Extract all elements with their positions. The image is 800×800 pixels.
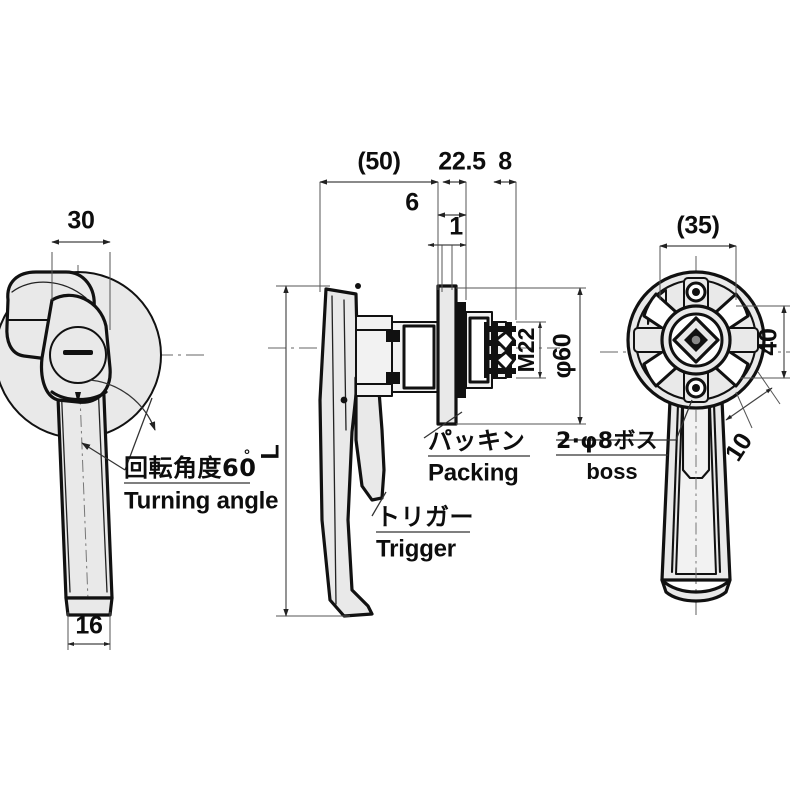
trigger-leader (371, 491, 387, 517)
hub-index-nub (75, 392, 81, 400)
dim10-ext-b (757, 371, 781, 405)
thread-edge (484, 322, 487, 378)
left-view-group: 30 16 回転角度60 ° Turning angle (0, 207, 278, 650)
lever-arm-centerline (78, 369, 89, 601)
right-view-group: (35) 40 10 2·φ8ボス boss (556, 212, 790, 620)
dim-8-label: 8 (498, 148, 512, 176)
thread-diamond-1 (494, 330, 516, 352)
boss-hole-bottom-center (692, 384, 700, 392)
handle-top-dot (355, 283, 361, 289)
dim-phi60-label: φ60 (549, 334, 577, 379)
packing-en-label: Packing (428, 459, 519, 486)
right-lever-tip (660, 578, 732, 603)
turning-angle-leader-b (124, 397, 153, 471)
turning-angle-arc (89, 379, 156, 431)
boss-en-label: boss (586, 459, 637, 484)
turning-angle-degree-symbol: ° (244, 447, 250, 464)
boss-leader-a (675, 399, 693, 441)
lever-hub-block (355, 315, 393, 397)
dim-40-label: 40 (755, 328, 783, 355)
boss-jp-label: 2·φ8ボス (556, 429, 658, 454)
handle-lever-inner-edge2 (343, 299, 347, 431)
trigger-pivot-dot (340, 396, 348, 404)
turning-angle-en-label: Turning angle (124, 487, 278, 514)
dim10-line (725, 387, 773, 421)
boss-hole-top-center (692, 288, 700, 296)
grip-cap-highlight (11, 281, 87, 299)
right-lever-edge-l (670, 402, 680, 574)
dim-6-label: 6 (405, 189, 419, 217)
thread-diamond-2 (494, 350, 516, 372)
dim10-ext-a (735, 391, 753, 429)
turning-angle-jp-label: 回転角度60 (124, 454, 256, 482)
trigger-jp-label: トリガー (376, 503, 474, 531)
spline-tooth-top (386, 330, 400, 342)
trigger-en-label: Trigger (376, 535, 456, 562)
right-lever-edge-r (712, 402, 722, 574)
key-slot (63, 350, 93, 355)
turning-angle-leader-a (81, 442, 126, 471)
threaded-barrel-inner (468, 316, 490, 384)
middle-view-group: (50) 22.5 8 6 1 L M22 φ60 パッキン (257, 148, 586, 618)
thread-end-group (484, 322, 516, 378)
dim-M22-label: M22 (513, 328, 539, 373)
packing-jp-label: パッキン (428, 427, 525, 455)
dim-16-label: 16 (75, 612, 102, 640)
spline-tooth-bottom (386, 372, 400, 384)
dim-30-label: 30 (67, 207, 94, 235)
dim-225-label: 22.5 (438, 148, 486, 176)
shaft-body (402, 324, 436, 390)
thread-bands (488, 326, 516, 374)
dim-1-label: 1 (449, 213, 463, 241)
dim-50-label: (50) (357, 148, 400, 176)
mounting-flange-plate (436, 284, 458, 426)
dim-35-label: (35) (676, 212, 719, 240)
packing-leader (423, 411, 463, 439)
packing-washer (456, 302, 466, 398)
handle-lever-inner-edge (331, 295, 337, 605)
rosette-center-pin (690, 334, 702, 346)
dim-L-label: L (257, 444, 285, 459)
